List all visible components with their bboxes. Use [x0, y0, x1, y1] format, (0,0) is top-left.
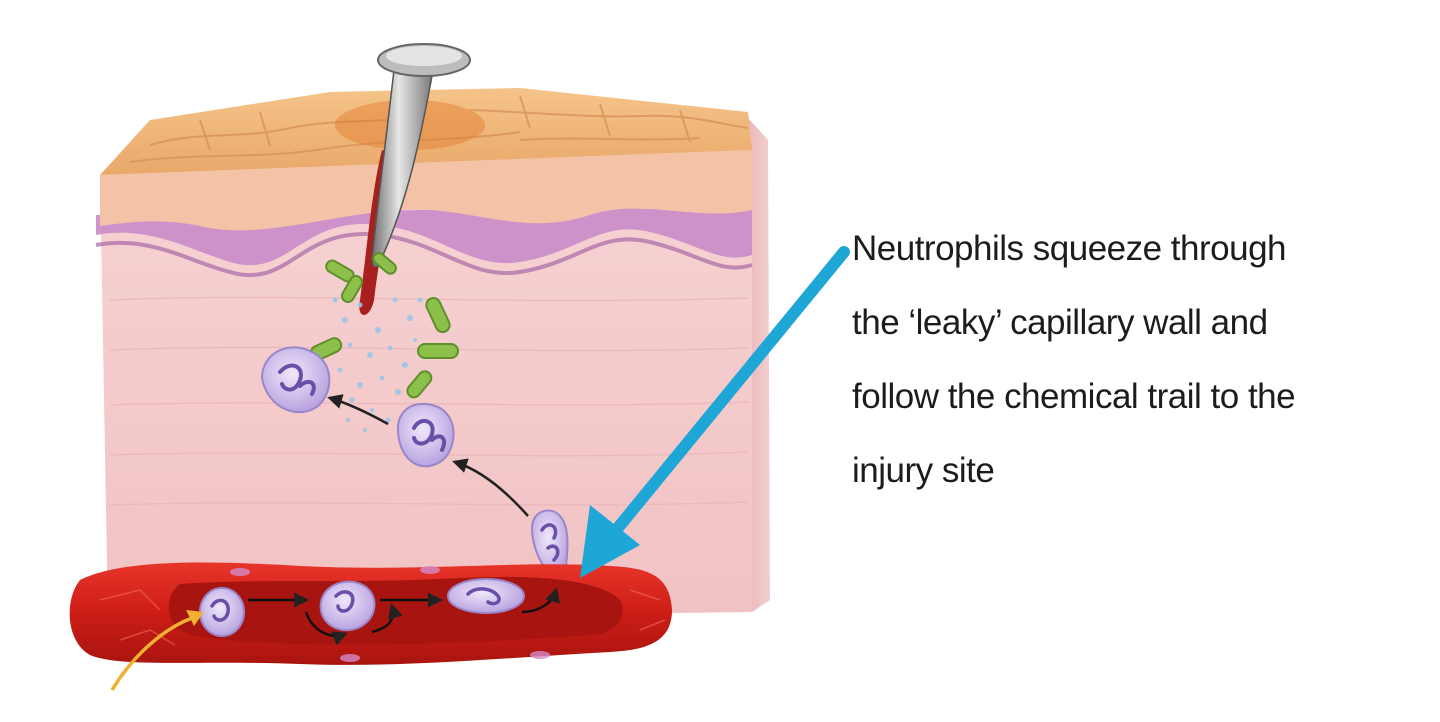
neutrophil-icon: [200, 588, 244, 636]
caption-text: Neutrophils squeeze through the ‘leaky’ …: [852, 212, 1422, 508]
caption-line: the ‘leaky’ capillary wall and: [852, 286, 1422, 360]
bacterium-icon: [418, 344, 458, 358]
caption-line: injury site: [852, 434, 1422, 508]
neutrophil-icon: [448, 579, 524, 613]
caption-line: Neutrophils squeeze through: [852, 212, 1422, 286]
caption-line: follow the chemical trail to the: [852, 360, 1422, 434]
neutrophil-icon: [321, 582, 375, 631]
neutrophil-icon: [398, 404, 454, 466]
